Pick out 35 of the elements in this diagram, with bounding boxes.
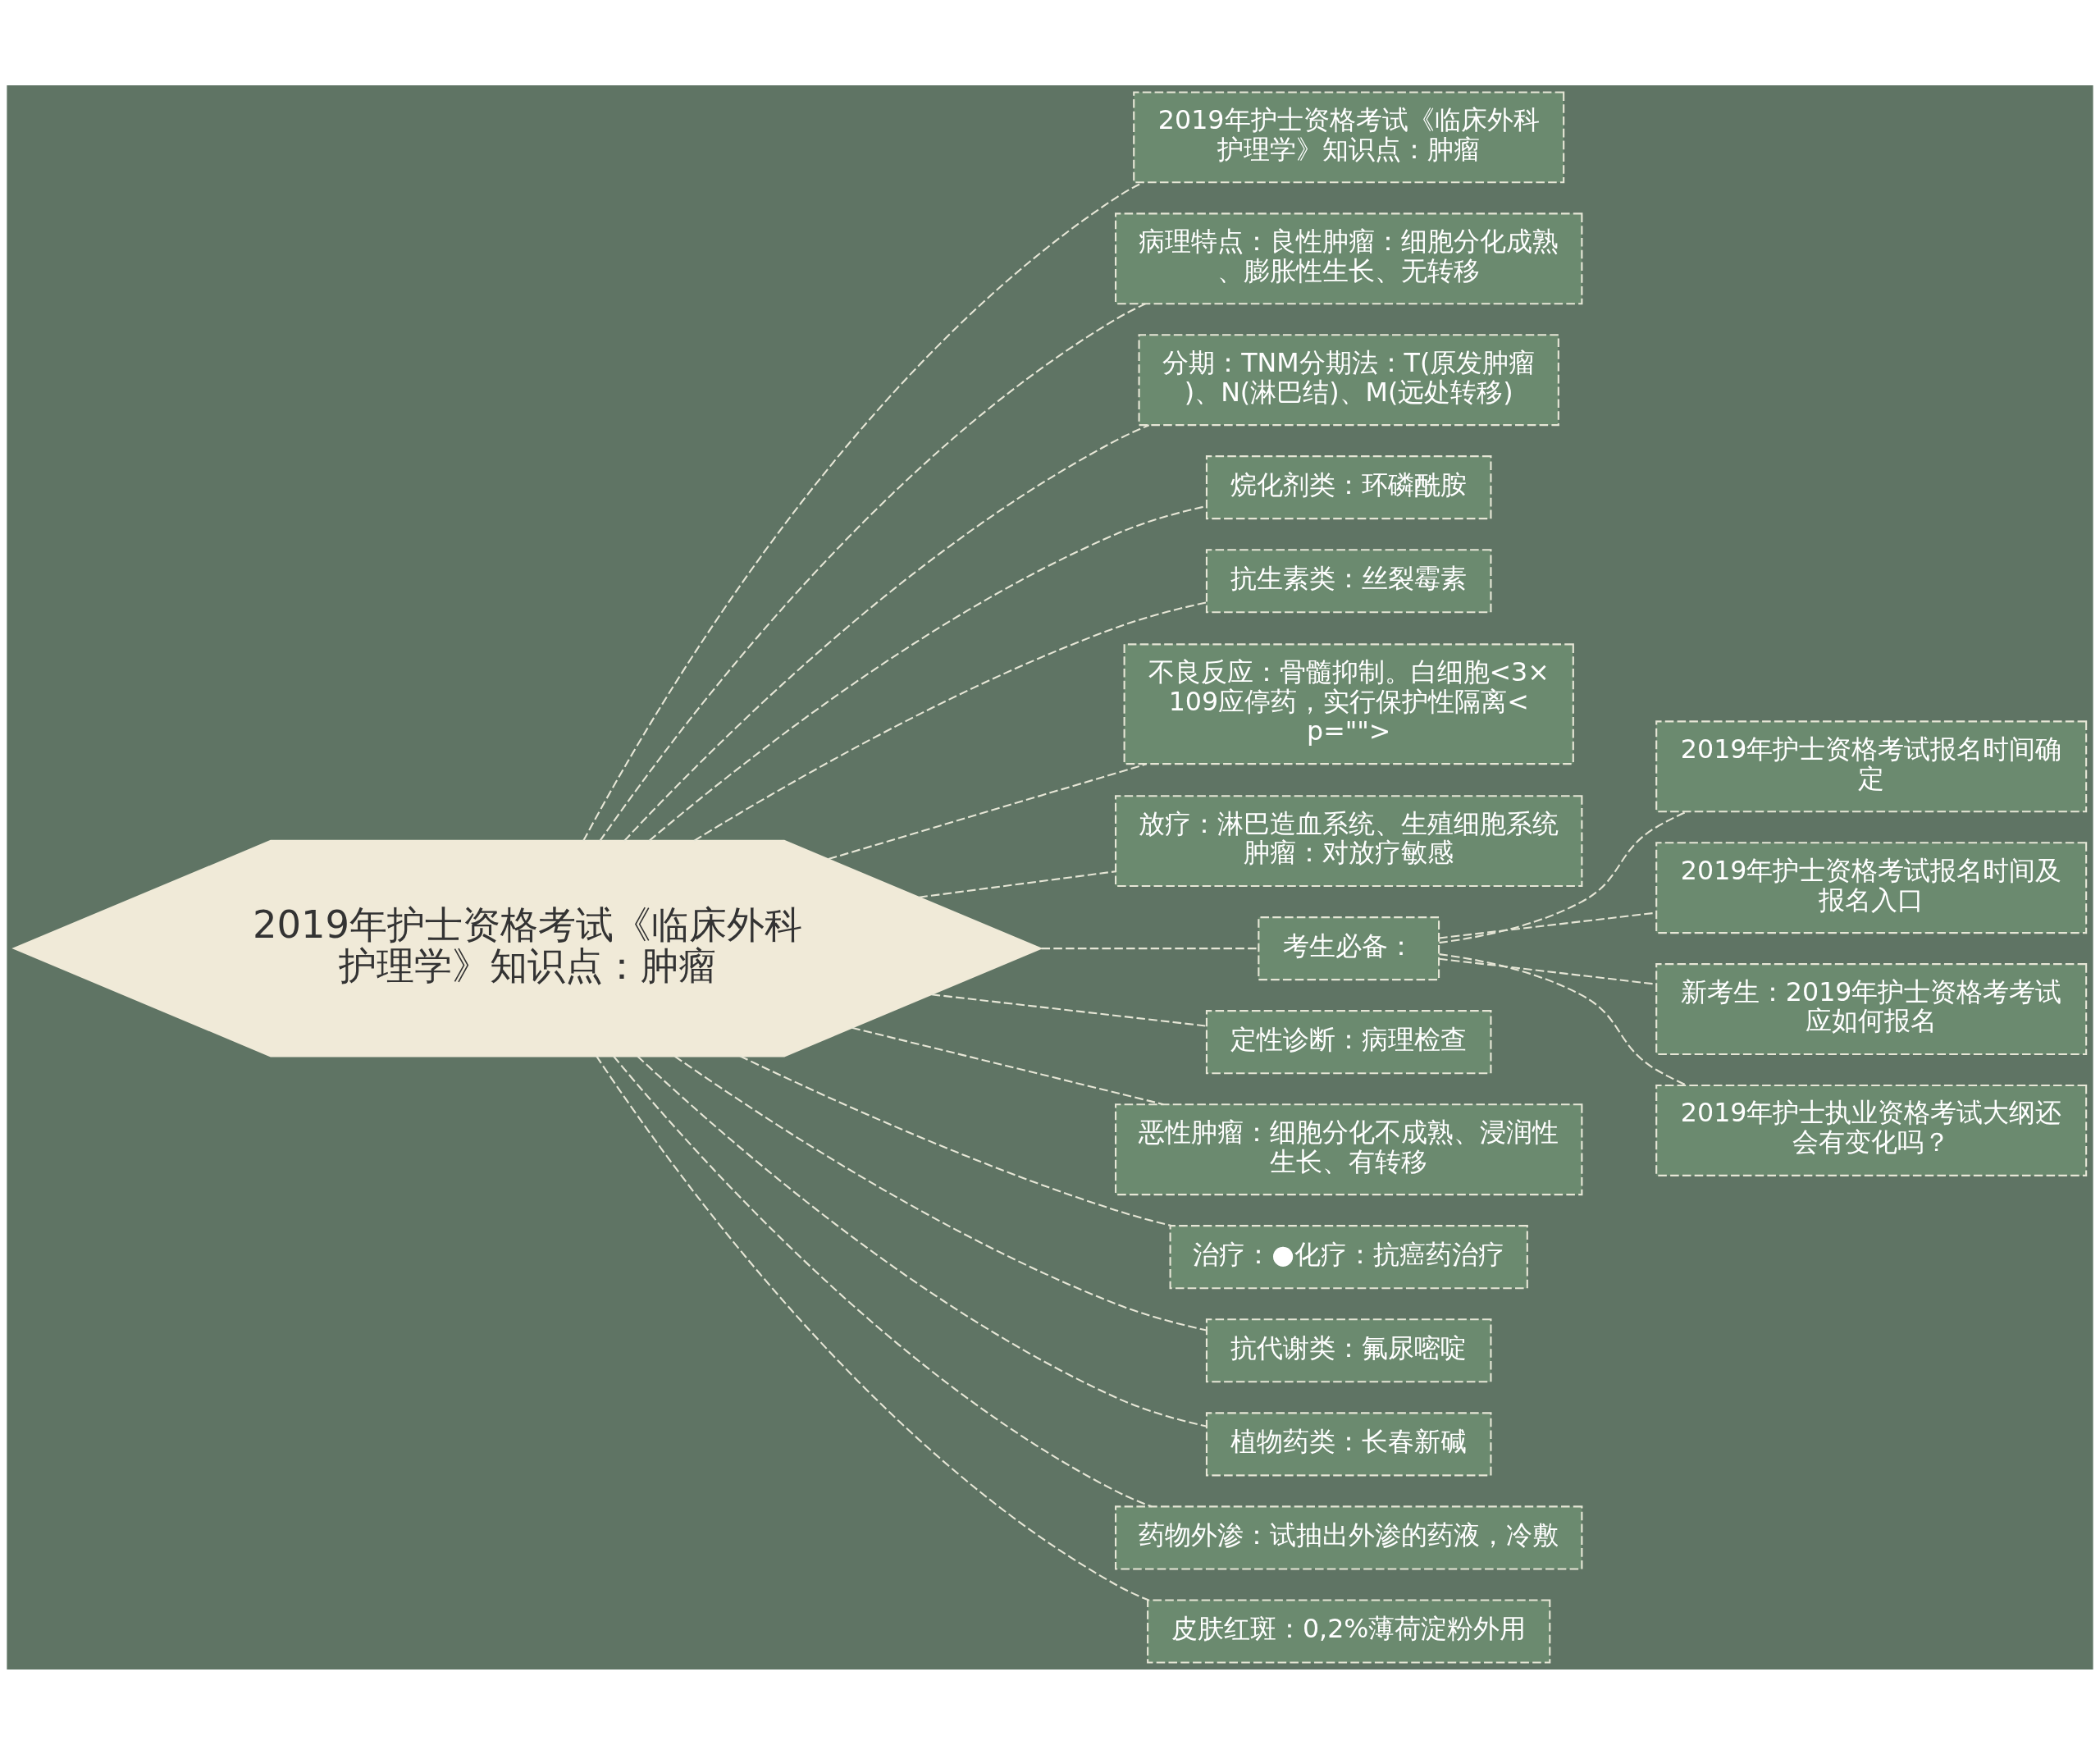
connector [637, 1055, 1207, 1427]
node-box: 新考生：2019年护士资格考考试应如何报名 [1655, 962, 2088, 1055]
connector [931, 993, 1207, 1027]
node-box: 恶性肿瘤：细胞分化不成熟、浸润性生长、有转移 [1115, 1103, 1583, 1195]
connector [1439, 952, 1687, 1086]
node-box: 抗生素类：丝裂霉素 [1205, 548, 1492, 613]
node-box: 放疗：淋巴造血系统、生殖细胞系统肿瘤：对放疗敏感 [1115, 794, 1583, 887]
connector [596, 1055, 1149, 1601]
node-box: 病理特点：良性肿瘤：细胞分化成熟、膨胀性生长、无转移 [1115, 212, 1583, 304]
connector [1041, 947, 1259, 949]
node-box: 药物外渗：试抽出外渗的药液，冷敷 [1115, 1505, 1583, 1569]
connector [623, 423, 1150, 842]
connector [693, 601, 1207, 842]
node-box: 皮肤红斑：0,2%薄荷淀粉外用 [1147, 1598, 1551, 1664]
node-box: 考生必备： [1258, 916, 1440, 980]
connector [1439, 810, 1687, 943]
connector [739, 1054, 1172, 1226]
connector [674, 1055, 1208, 1331]
node-box: 烷化剂类：环磷酰胺 [1205, 454, 1492, 519]
node-box: 2019年护士资格考试报名时间及报名入口 [1655, 841, 2088, 934]
connector [828, 762, 1147, 860]
connector [851, 1026, 1164, 1105]
node-box: 2019年护士资格考试《临床外科护理学》知识点：肿瘤 [1133, 90, 1565, 183]
connector [919, 870, 1116, 898]
node-box: 分期：TNM分期法：T(原发肿瘤)、N(淋巴结)、M(远处转移) [1138, 333, 1559, 426]
node-box: 2019年护士资格考试报名时间确定 [1655, 719, 2088, 812]
node-box: 治疗：●化疗：抗癌药治疗 [1169, 1224, 1528, 1289]
node-box: 定性诊断：病理检查 [1205, 1009, 1492, 1074]
node-box: 不良反应：骨髓抑制。白细胞<3×109应停药，实行保护性隔离< p=""> [1123, 642, 1574, 765]
connector [648, 505, 1208, 842]
connector [599, 302, 1146, 841]
node-box: 2019年护士执业资格考试大纲还会有变化吗？ [1655, 1084, 2088, 1176]
node-box: 植物药类：长春新碱 [1205, 1411, 1492, 1476]
connector [613, 1055, 1153, 1507]
node-box: 抗代谢类：氟尿嘧啶 [1205, 1318, 1492, 1382]
